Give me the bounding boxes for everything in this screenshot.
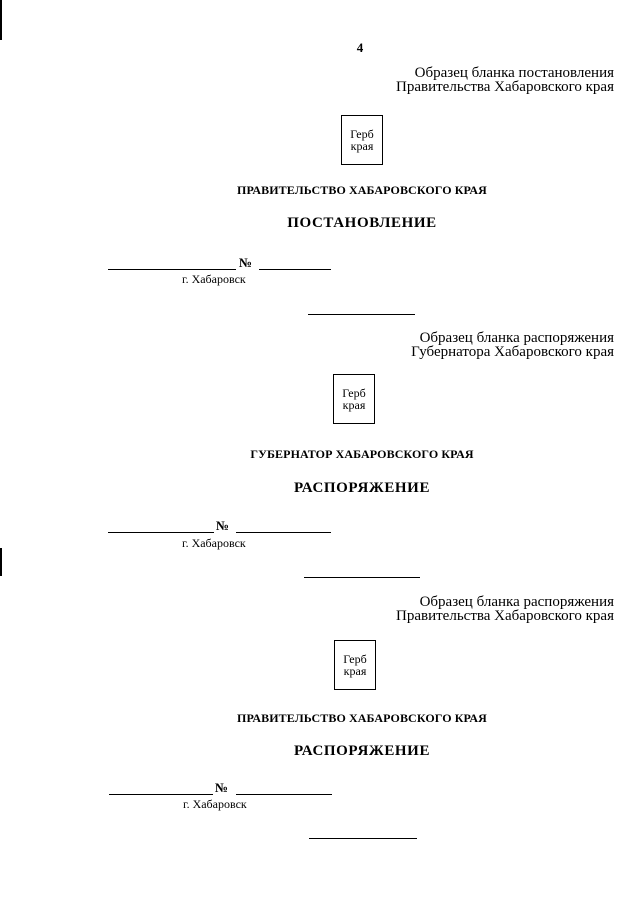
city-label: г. Хабаровск xyxy=(183,797,247,811)
number-blank-line xyxy=(259,269,331,270)
date-blank-line xyxy=(109,794,213,795)
emblem-line-1: Герб xyxy=(350,127,374,141)
date-number-line: № xyxy=(0,779,640,795)
emblem-line-2: края xyxy=(350,139,374,153)
page-edge-mark xyxy=(0,0,2,40)
page-edge-mark xyxy=(0,548,2,576)
coat-of-arms-placeholder: Герб края xyxy=(341,115,383,165)
page-number: 4 xyxy=(356,40,364,55)
caption-line-2: Правительства Хабаровского края xyxy=(396,608,614,624)
city-label: г. Хабаровск xyxy=(182,536,246,550)
organization-title: ПРАВИТЕЛЬСТВО ХАБАРОВСКОГО КРАЯ xyxy=(237,183,487,197)
coat-of-arms-placeholder: Герб края xyxy=(333,374,375,424)
number-sign: № xyxy=(216,518,230,533)
number-sign: № xyxy=(239,255,253,270)
emblem-line-1: Герб xyxy=(343,652,367,666)
city-label: г. Хабаровск xyxy=(182,272,246,286)
number-blank-line xyxy=(236,532,331,533)
form-caption: Образец бланка распоряжения Правительств… xyxy=(396,594,614,624)
caption-line-1: Образец бланка распоряжения xyxy=(419,330,614,346)
emblem-line-2: края xyxy=(342,398,366,412)
section-separator xyxy=(308,314,415,315)
number-sign: № xyxy=(215,780,229,795)
section-separator xyxy=(309,838,417,839)
caption-line-1: Образец бланка постановления xyxy=(414,65,614,81)
date-blank-line xyxy=(108,532,214,533)
document-type-title: РАСПОРЯЖЕНИЕ xyxy=(293,480,431,496)
organization-title: ГУБЕРНАТОР ХАБАРОВСКОГО КРАЯ xyxy=(250,447,474,461)
document-type-title: ПОСТАНОВЛЕНИЕ xyxy=(287,215,437,231)
caption-line-2: Правительства Хабаровского края xyxy=(396,79,614,95)
form-section-1: Образец бланка постановления Правительст… xyxy=(0,0,640,300)
form-section-3: Образец бланка распоряжения Правительств… xyxy=(0,594,640,811)
caption-line-2: Губернатора Хабаровского края xyxy=(411,344,614,360)
emblem-line-2: края xyxy=(343,664,367,678)
emblem-line-1: Герб xyxy=(342,386,366,400)
number-blank-line xyxy=(236,794,332,795)
form-caption: Образец бланка распоряжения Губернатора … xyxy=(411,330,614,360)
date-blank-line xyxy=(108,269,236,270)
caption-line-1: Образец бланка распоряжения xyxy=(419,594,614,610)
form-caption: Образец бланка постановления Правительст… xyxy=(396,65,614,95)
organization-title: ПРАВИТЕЛЬСТВО ХАБАРОВСКОГО КРАЯ xyxy=(237,711,487,725)
form-section-2: Образец бланка распоряжения Губернатора … xyxy=(0,330,640,550)
coat-of-arms-placeholder: Герб края xyxy=(334,640,376,690)
date-number-line: № xyxy=(0,517,640,533)
date-number-line: № xyxy=(0,254,640,270)
section-separator xyxy=(304,577,420,578)
document-type-title: РАСПОРЯЖЕНИЕ xyxy=(293,743,431,759)
